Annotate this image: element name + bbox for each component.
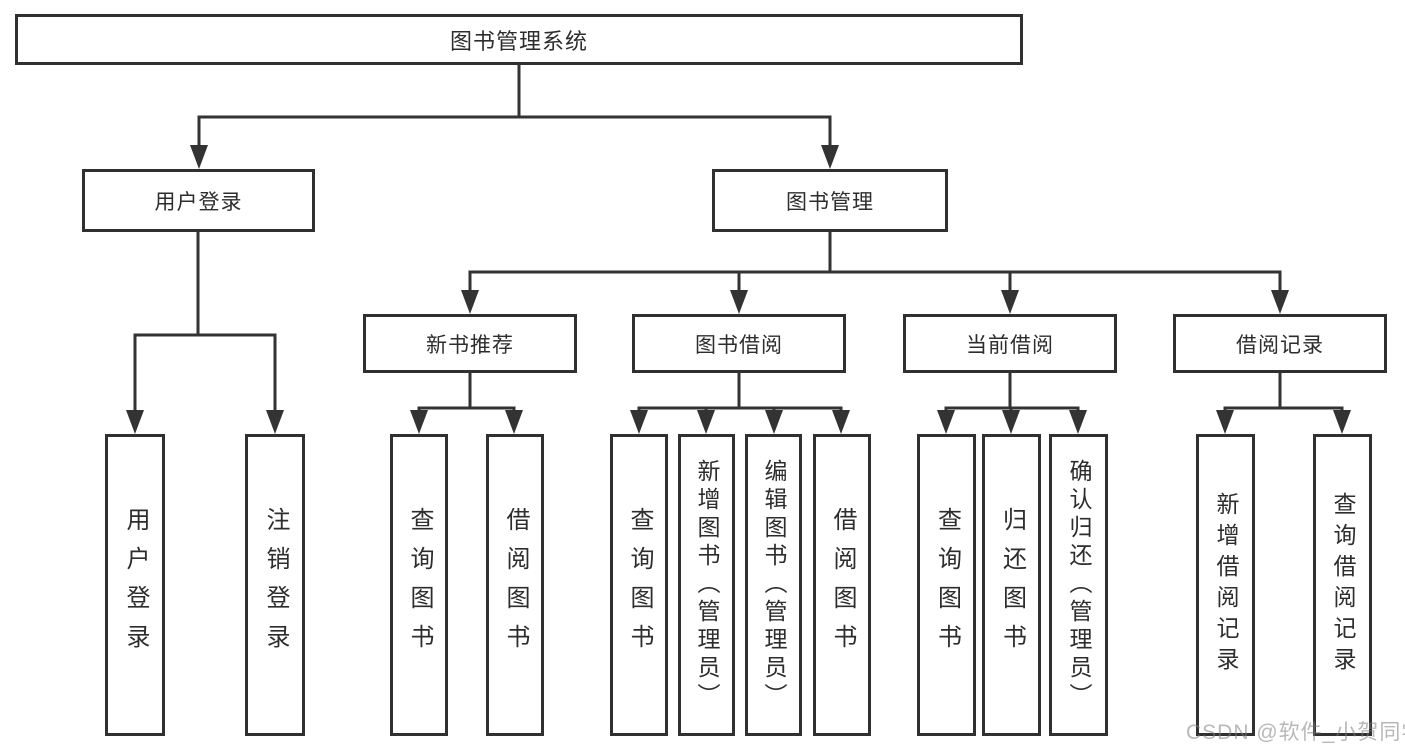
- node-label-cb-query-books: 查询图书: [933, 507, 961, 663]
- node-bb-add-books-admin: 新增图书（管理员）: [678, 434, 735, 736]
- node-current-borrow: 当前借阅: [903, 314, 1117, 373]
- arrowhead-icon: [765, 410, 783, 434]
- node-label-br-query-record: 查询借阅记录: [1330, 492, 1356, 678]
- node-label-nb-query-books: 查询图书: [406, 507, 433, 663]
- node-borrow-records: 借阅记录: [1173, 314, 1387, 373]
- node-br-add-record: 新增借阅记录: [1196, 434, 1255, 736]
- arrowhead-icon: [190, 145, 208, 169]
- arrowhead-icon: [1002, 410, 1020, 434]
- node-label-nb-borrow-books: 借阅图书: [502, 507, 529, 663]
- node-label-logout: 注销登录: [262, 507, 289, 663]
- arrowhead-icon: [1069, 410, 1087, 434]
- node-book-borrow: 图书借阅: [632, 314, 846, 373]
- arrowhead-icon: [730, 290, 748, 314]
- node-cb-confirm-return-admin: 确认归还（管理员）: [1049, 434, 1108, 736]
- node-label-new-book-recommend: 新书推荐: [426, 333, 514, 357]
- node-label-cb-return-books: 归还图书: [998, 507, 1026, 663]
- node-bb-query-books: 查询图书: [610, 434, 668, 736]
- arrowhead-icon: [697, 410, 715, 434]
- arrowhead-icon: [505, 410, 523, 434]
- arrowhead-icon: [937, 410, 955, 434]
- arrowhead-icon: [832, 410, 850, 434]
- node-user-login-leaf: 用户登录: [105, 434, 165, 736]
- node-label-borrow-records: 借阅记录: [1236, 333, 1324, 357]
- node-book-management: 图书管理: [712, 169, 948, 232]
- node-nb-borrow-books: 借阅图书: [486, 434, 544, 736]
- arrowhead-icon: [266, 410, 284, 434]
- node-cb-return-books: 归还图书: [982, 434, 1041, 736]
- node-br-query-record: 查询借阅记录: [1313, 434, 1372, 736]
- arrowhead-icon: [1001, 290, 1019, 314]
- node-label-book-borrow: 图书借阅: [695, 333, 783, 357]
- node-label-bb-edit-books-admin: 编辑图书（管理员）: [761, 459, 787, 711]
- node-label-user-login-leaf: 用户登录: [122, 507, 149, 663]
- node-user-login: 用户登录: [82, 169, 315, 232]
- node-label-cb-confirm-return-admin: 确认归还（管理员）: [1066, 459, 1092, 711]
- arrowhead-icon: [461, 290, 479, 314]
- node-label-user-login: 用户登录: [154, 190, 243, 214]
- arrowhead-icon: [630, 410, 648, 434]
- arrowhead-icon: [821, 145, 839, 169]
- node-label-bb-add-books-admin: 新增图书（管理员）: [694, 459, 720, 711]
- node-system: 图书管理系统: [15, 14, 1023, 65]
- node-label-system: 图书管理系统: [449, 28, 588, 54]
- node-label-current-borrow: 当前借阅: [966, 333, 1054, 357]
- node-label-book-management: 图书管理: [786, 190, 874, 214]
- node-cb-query-books: 查询图书: [917, 434, 976, 736]
- arrowhead-icon: [1216, 410, 1234, 434]
- node-bb-borrow-books: 借阅图书: [813, 434, 871, 736]
- arrowhead-icon: [126, 410, 144, 434]
- node-logout: 注销登录: [245, 434, 305, 736]
- node-nb-query-books: 查询图书: [390, 434, 448, 736]
- arrowhead-icon: [1333, 410, 1351, 434]
- node-new-book-recommend: 新书推荐: [363, 314, 577, 373]
- arrowhead-icon: [1271, 290, 1289, 314]
- node-bb-edit-books-admin: 编辑图书（管理员）: [745, 434, 802, 736]
- node-label-bb-query-books: 查询图书: [626, 507, 653, 663]
- arrowhead-icon: [410, 410, 428, 434]
- watermark-text: CSDN @软件_小贺同学: [1186, 721, 1405, 744]
- node-label-br-add-record: 新增借阅记录: [1213, 492, 1239, 678]
- node-label-bb-borrow-books: 借阅图书: [829, 507, 856, 663]
